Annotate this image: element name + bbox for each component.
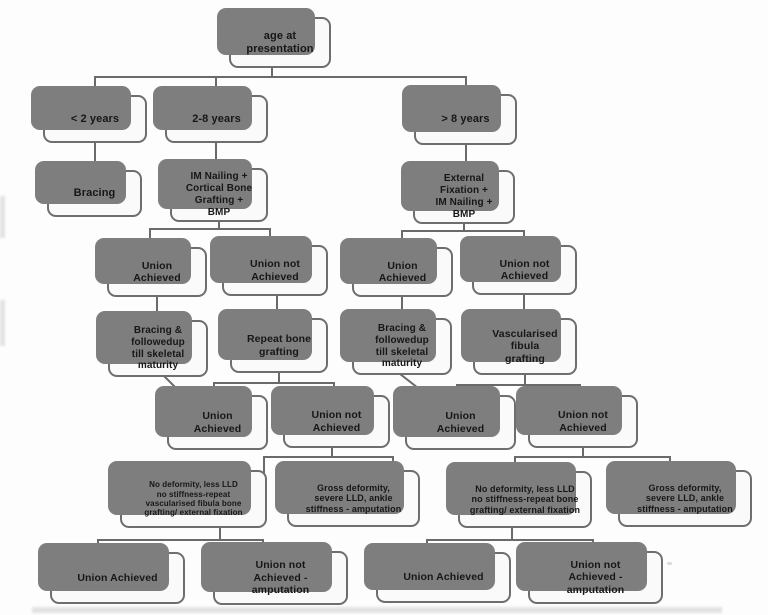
node-repeat-bone-grafting: Repeat bone grafting	[218, 309, 328, 373]
node-bracing-followup-skeletal-maturity: Bracing & followedup till skeletal matur…	[340, 309, 452, 375]
node-union-achieved: Union Achieved	[95, 238, 207, 297]
scan-artifact-smudge	[0, 196, 5, 238]
scan-artifact-band	[32, 607, 722, 613]
connector-union-row1-to-row5	[156, 293, 525, 323]
node-union-not-achieved-amputation: Union not Achieved - amputation	[516, 542, 663, 604]
node-union-achieved: Union Achieved	[38, 543, 185, 604]
node-no-deformity-repeat-vascularised-fibula: No deformity, less LLD no stiffness-repe…	[108, 461, 267, 528]
scan-artifact-smudge	[0, 300, 5, 346]
node-union-not-achieved: Union not Achieved	[271, 386, 390, 448]
node-gross-deformity-amputation: Gross deformity, severe LLD, ankle stiff…	[275, 461, 420, 527]
node-over-8-years: > 8 years	[402, 85, 517, 145]
node-vascularised-fibula-grafting: Vascularised fibula grafting	[461, 309, 577, 375]
scan-artifact-dot	[667, 562, 672, 565]
node-union-not-achieved: Union not Achieved	[516, 386, 638, 448]
node-no-deformity-repeat-bone-grafting: No deformity, less LLD no stiffness-repe…	[446, 462, 592, 528]
node-2-8-years: 2-8 years	[153, 86, 268, 143]
node-age-at-presentation: age at presentation	[217, 8, 331, 68]
node-bracing: Bracing	[35, 161, 142, 217]
node-bracing-followup-skeletal-maturity: Bracing & followedup till skeletal matur…	[96, 311, 208, 377]
node-im-nailing-cortical-bone-grafting-bmp: IM Nailing + Cortical Bone Grafting + BM…	[158, 159, 268, 222]
node-union-achieved: Union Achieved	[393, 386, 516, 450]
node-under-2-years: < 2 years	[31, 86, 147, 143]
node-union-not-achieved: Union not Achieved	[460, 236, 577, 295]
node-external-fixation-im-nailing-bmp: External Fixation + IM Nailing + BMP	[401, 161, 515, 224]
node-union-not-achieved: Union not Achieved	[210, 236, 328, 296]
node-union-not-achieved-amputation: Union not Achieved - amputation	[201, 542, 348, 605]
node-union-achieved: Union Achieved	[340, 238, 453, 297]
node-union-achieved: Union Achieved	[155, 386, 268, 450]
node-union-achieved: Union Achieved	[364, 543, 511, 603]
node-gross-deformity-amputation: Gross deformity, severe LLD, ankle stiff…	[606, 461, 752, 527]
